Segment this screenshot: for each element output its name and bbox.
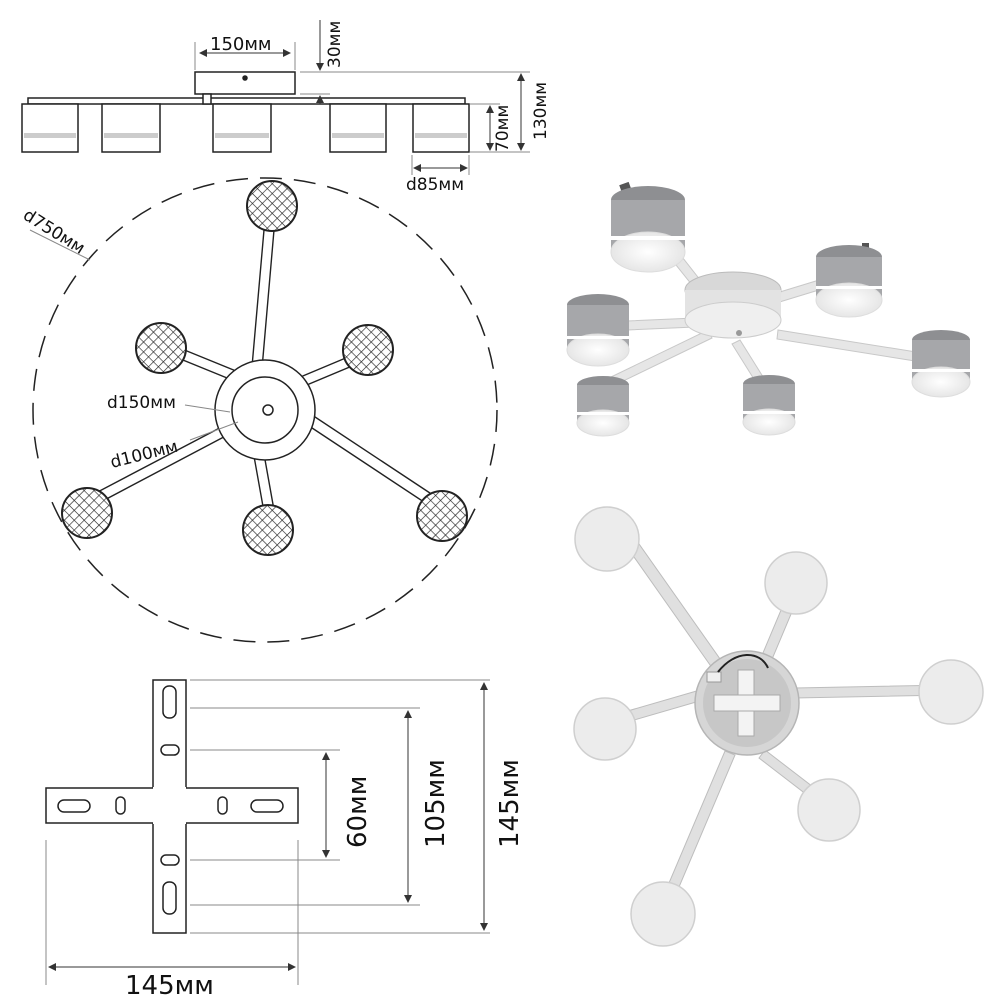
top-lamp [246, 180, 298, 232]
bottom-lamp-disc [918, 659, 984, 725]
span-diameter-label: d750мм [19, 205, 88, 258]
side-lamp [101, 103, 161, 153]
bracket-145-h-label: 145мм [125, 971, 214, 1000]
top-lamp [416, 490, 468, 542]
side-lamp [21, 103, 79, 153]
top-lamp [342, 324, 394, 376]
bracket-60-label: 60мм [343, 776, 373, 848]
bracket-105-label: 105мм [421, 759, 451, 848]
side-lamp [212, 103, 272, 153]
lamp-height-label: 70мм [493, 105, 513, 152]
canopy [194, 71, 296, 95]
side-lamp [412, 103, 470, 153]
bottom-lamp-disc [574, 506, 640, 572]
side-arm [27, 97, 466, 105]
top-lamp [61, 487, 113, 539]
top-lamp [242, 504, 294, 556]
side-view [21, 71, 470, 153]
side-dimensions [194, 20, 530, 175]
bracket-145-v-label: 145мм [495, 759, 525, 848]
top-view [29, 177, 498, 643]
span-leader [29, 229, 91, 261]
bottom-lamp-disc [797, 778, 861, 842]
hub-outer-label: d150мм [107, 393, 176, 413]
photo-lamp-bottom [573, 506, 984, 947]
total-height-label: 130мм [531, 82, 551, 140]
bottom-lamp-disc [630, 881, 696, 947]
bracket-dimensions [45, 679, 490, 985]
photo-lamp-front [566, 181, 971, 437]
top-lamp [135, 322, 187, 374]
top-height-label: 30мм [325, 21, 345, 68]
bottom-lamp-disc [764, 551, 828, 615]
mounting-bracket [45, 679, 299, 934]
lamp-diameter-label: d85мм [406, 175, 464, 195]
side-lamp [329, 103, 387, 153]
bottom-lamp-disc [573, 697, 637, 761]
span-circle [32, 177, 498, 643]
top-width-label: 150мм [210, 34, 272, 55]
